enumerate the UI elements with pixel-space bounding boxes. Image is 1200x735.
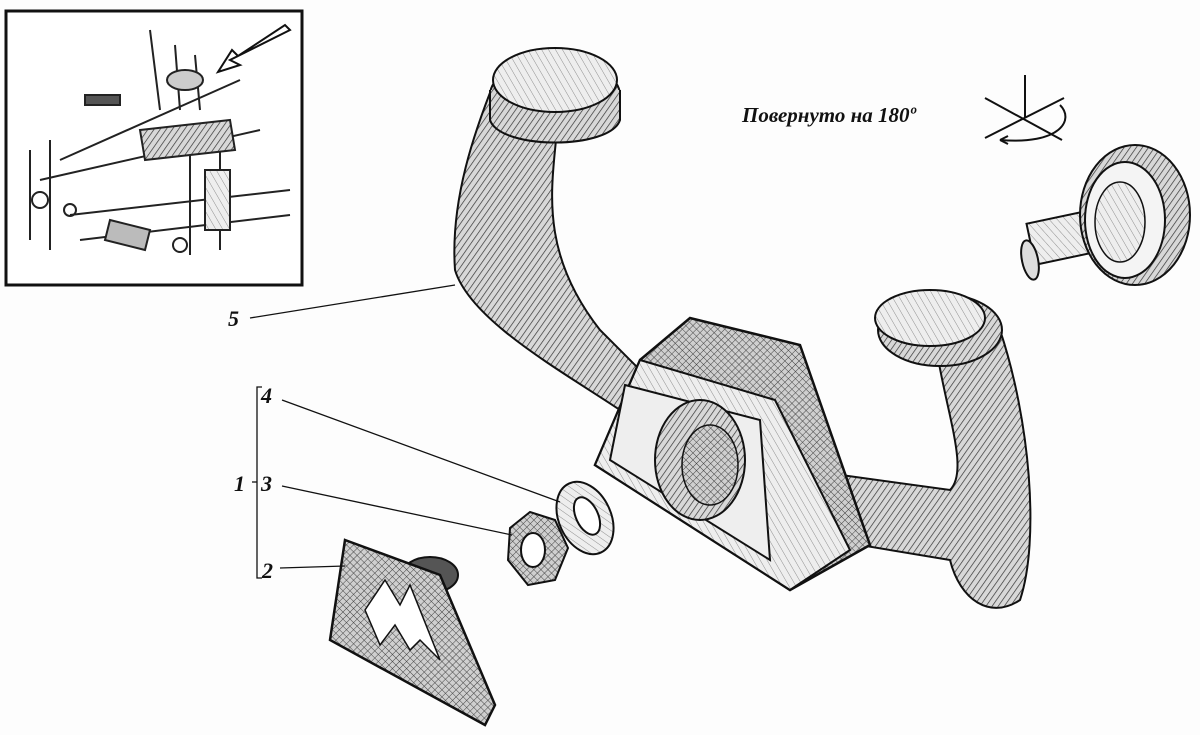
leader-line-3 [281, 485, 513, 536]
leader-line-5 [249, 284, 456, 319]
linkage-overview-icon [29, 29, 291, 255]
rotation-symbol-icon [984, 75, 1067, 145]
leader-line-4 [281, 399, 561, 503]
nut-part [506, 510, 570, 587]
label-5: 5 [228, 306, 239, 331]
logo-icon [364, 578, 441, 661]
leader-line-2 [279, 565, 346, 569]
inset-overview [4, 9, 304, 287]
washer-part [555, 480, 615, 556]
label-1: 1 [234, 471, 245, 496]
label-4: 4 [260, 383, 272, 408]
nameplate-part [328, 538, 497, 727]
label-2: 2 [261, 558, 273, 583]
bolt-part [1020, 144, 1191, 286]
arrow-icon [215, 23, 292, 74]
label-3: 3 [260, 471, 272, 496]
rotation-caption: Повернуто на 180º [741, 103, 916, 127]
handle-part [453, 47, 1032, 609]
